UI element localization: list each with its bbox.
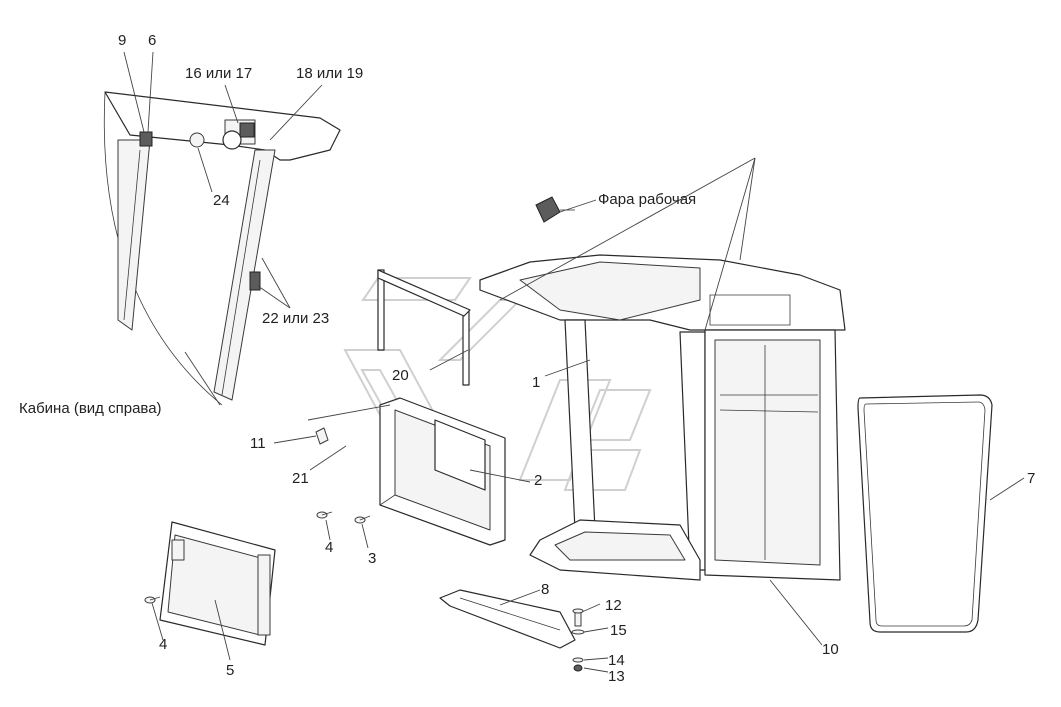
label-21: 21 bbox=[292, 470, 309, 487]
label-work-light: Фара рабочая bbox=[598, 191, 697, 208]
label-22-23: 22 или 23 bbox=[262, 310, 330, 327]
label-15: 15 bbox=[610, 622, 627, 639]
label-9: 9 bbox=[118, 32, 127, 49]
main-cabin bbox=[479, 254, 846, 581]
item-9-6-fastener bbox=[139, 131, 153, 147]
label-4-lower: 4 bbox=[159, 636, 168, 653]
label-6: 6 bbox=[148, 32, 157, 49]
work-light-lamp bbox=[535, 196, 575, 223]
item-2-panel bbox=[379, 397, 506, 546]
label-12: 12 bbox=[605, 597, 622, 614]
item-11-part bbox=[315, 427, 329, 445]
label-5: 5 bbox=[226, 662, 235, 679]
label-4-upper: 4 bbox=[325, 539, 334, 556]
label-1: 1 bbox=[532, 374, 541, 391]
item-5-panel bbox=[159, 521, 276, 646]
hardware-12-15 bbox=[571, 608, 585, 672]
label-16-17: 16 или 17 bbox=[185, 65, 253, 82]
leader-lines bbox=[123, 51, 1025, 673]
bolts bbox=[144, 511, 371, 604]
label-11: 11 bbox=[250, 435, 266, 452]
item-8-step bbox=[439, 589, 576, 649]
label-13: 13 bbox=[608, 668, 625, 685]
label-20: 20 bbox=[392, 367, 409, 384]
label-24: 24 bbox=[213, 192, 230, 209]
label-10: 10 bbox=[822, 641, 839, 658]
label-14: 14 bbox=[608, 652, 625, 669]
item-24-lamp bbox=[189, 132, 205, 148]
cabin-right-view bbox=[103, 91, 341, 406]
label-2: 2 bbox=[534, 472, 543, 489]
item-7-glass bbox=[857, 394, 993, 633]
label-8: 8 bbox=[541, 581, 550, 598]
item-20-frame bbox=[377, 269, 471, 386]
label-18-19: 18 или 19 bbox=[296, 65, 364, 82]
label-cabin-right-view: Кабина (вид справа) bbox=[19, 400, 162, 417]
label-3: 3 bbox=[368, 550, 377, 567]
label-7: 7 bbox=[1027, 470, 1036, 487]
